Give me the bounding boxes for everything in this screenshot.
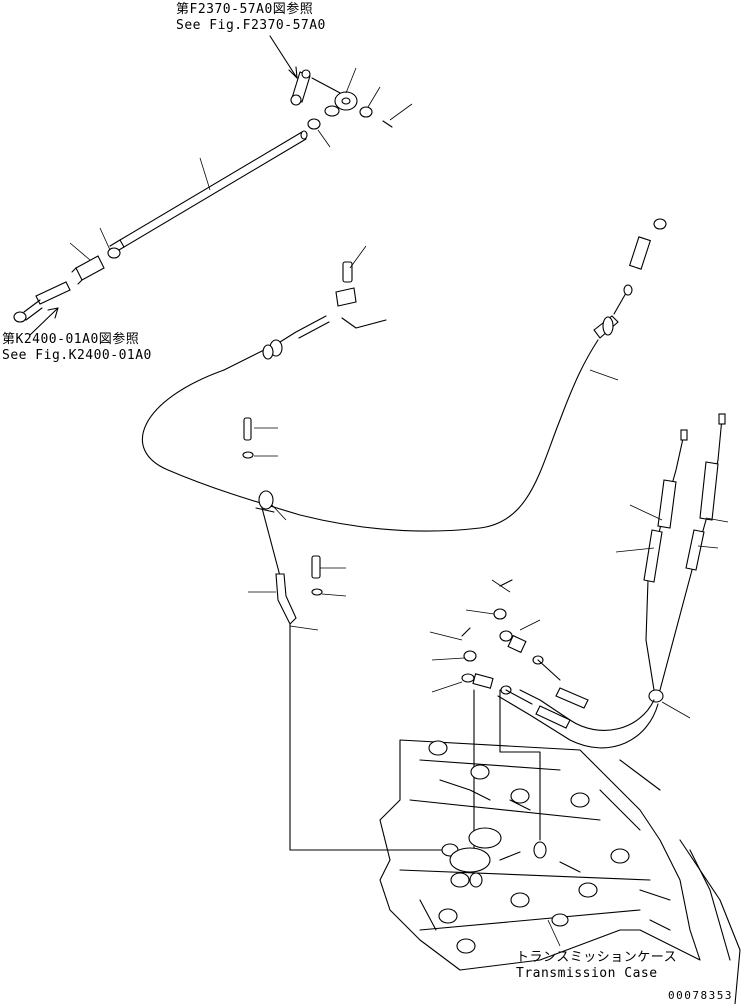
top-reference-jp: 第F2370-57A0図参照 bbox=[176, 2, 314, 17]
control-rod bbox=[109, 130, 308, 254]
transmission-case-label-en: Transmission Case bbox=[516, 966, 658, 981]
left-reference-jp: 第K2400-01A0図参照 bbox=[2, 332, 140, 347]
hardware-stack bbox=[429, 579, 541, 841]
part-number: 00078353 bbox=[668, 989, 733, 1002]
left-reference-arrow bbox=[29, 307, 59, 336]
left-reference-en: See Fig.K2400-01A0 bbox=[2, 348, 152, 363]
top-lever-assembly bbox=[290, 69, 393, 130]
clevis-pin-block bbox=[335, 245, 387, 329]
rod-adjuster bbox=[13, 227, 121, 323]
right-shift-cables bbox=[615, 413, 729, 719]
top-reference-en: See Fig.F2370-57A0 bbox=[176, 18, 326, 33]
transmission-case-label-jp: トランスミッションケース bbox=[516, 950, 678, 965]
top-reference-arrow bbox=[269, 35, 298, 79]
cable-bracket bbox=[248, 507, 475, 851]
main-control-cable bbox=[141, 218, 667, 532]
top-leader-lines bbox=[317, 67, 413, 148]
cable-clamp bbox=[242, 417, 287, 521]
lower-cable-ends bbox=[497, 655, 659, 749]
transmission-case bbox=[379, 739, 741, 1004]
